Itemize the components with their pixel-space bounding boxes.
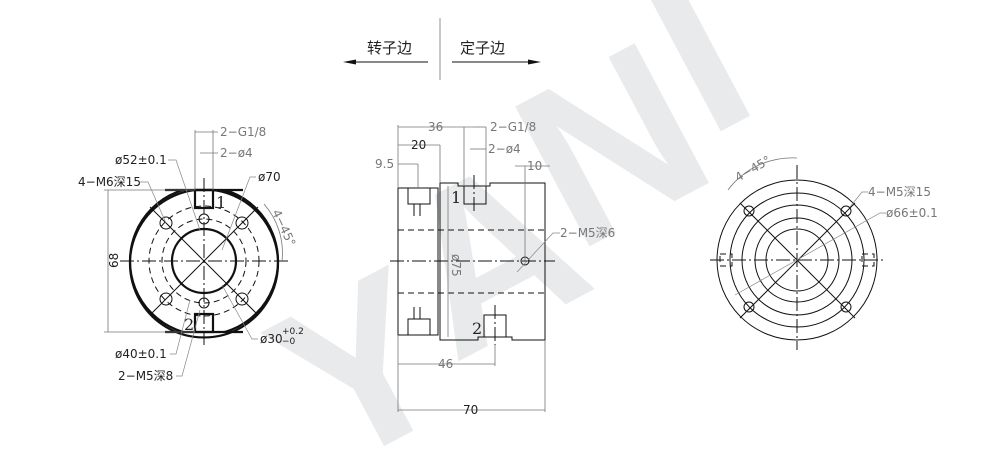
side-dim-36: 36 — [428, 120, 443, 134]
left-bore-label: ø30 — [260, 332, 283, 346]
left-mount-holes — [159, 213, 249, 309]
rotor-side-label: 转子边 — [367, 39, 412, 57]
left-view: 1 2 68 2−G1/8 2−ø4 ø52±0.1 4−M6深15 ø70 4… — [78, 125, 304, 383]
side-dim-70: 70 — [463, 403, 478, 417]
left-bore-tol-upper: +0.2 — [282, 327, 304, 337]
left-mount-holes-label: 4−M6深15 — [78, 175, 141, 189]
left-port-2-label: 2 — [184, 315, 194, 334]
side-port-thread-label: 2−G1/8 — [490, 120, 536, 134]
left-outer-outline — [128, 188, 280, 339]
direction-indicator: 转子边 定子边 — [343, 18, 541, 80]
left-height-dim: 68 — [107, 253, 121, 268]
left-port-hole-label: 2−ø4 — [220, 146, 253, 160]
left-angle-label: 4−45° — [269, 207, 298, 248]
stator-side-label: 定子边 — [460, 39, 505, 57]
left-circle-40 — [161, 218, 247, 304]
left-port-2 — [193, 312, 215, 334]
side-dim-9-5: 9.5 — [375, 157, 394, 171]
left-bore-tol-lower: −0 — [282, 337, 296, 347]
side-port-1-label: 1 — [451, 188, 461, 207]
side-holes-label: 2−M5深6 — [560, 226, 615, 240]
left-arrow-icon — [343, 59, 356, 65]
side-dim-20: 20 — [411, 138, 426, 152]
right-mount-holes — [743, 205, 852, 313]
side-port-hole-label: 2−ø4 — [488, 142, 521, 156]
left-bottom-holes-label: 2−M5深8 — [118, 369, 173, 383]
right-arrow-icon — [528, 59, 541, 65]
right-view: 4−45° 4−M5深15 ø66±0.1 — [710, 153, 938, 350]
left-inner-circle-label: ø40±0.1 — [115, 347, 167, 361]
left-outer-diameter-label: ø70 — [258, 170, 281, 184]
left-port-1-label: 1 — [216, 193, 226, 212]
side-dim-10: 10 — [527, 159, 542, 173]
right-mount-holes-label: 4−M5深15 — [868, 185, 931, 199]
watermark: Y A N I — [233, 0, 786, 463]
side-view: 1 2 ø75 36 2−G1/8 20 2−ø4 9.5 10 2−M5深6 … — [375, 120, 615, 417]
side-diameter-label: ø75 — [449, 254, 463, 277]
left-bolt-circle-label: ø52±0.1 — [115, 153, 167, 167]
left-port-thread-label: 2−G1/8 — [220, 125, 266, 139]
side-port-2-label: 2 — [472, 319, 482, 338]
right-bolt-circle-label: ø66±0.1 — [886, 206, 938, 220]
side-dim-46: 46 — [438, 357, 453, 371]
left-port-1 — [193, 188, 215, 210]
